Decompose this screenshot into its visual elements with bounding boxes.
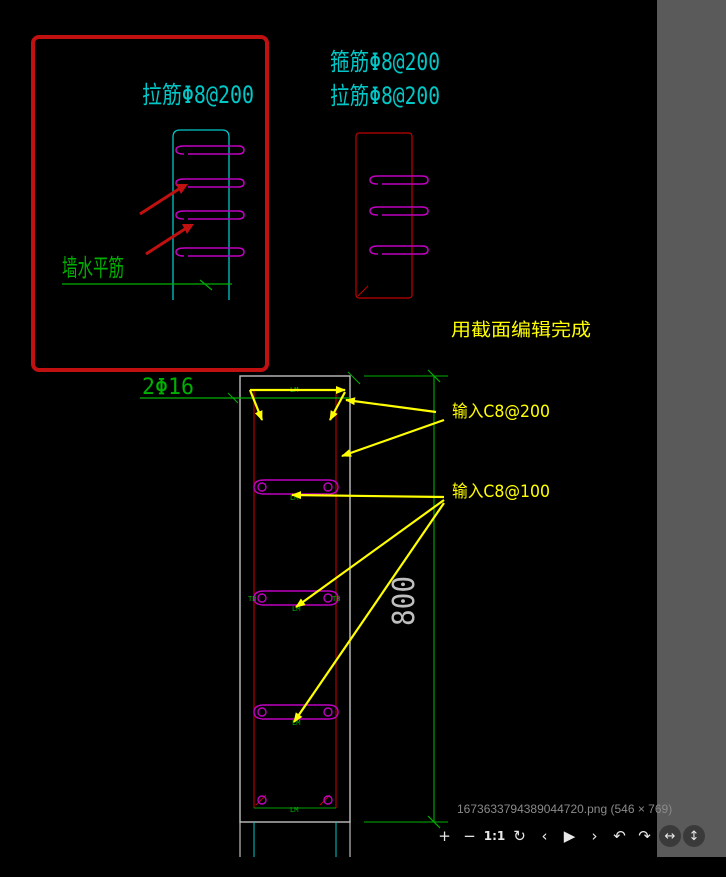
svg-text:TB: TB (332, 595, 340, 603)
highlight-frame (31, 35, 269, 372)
side-panel (657, 0, 726, 857)
fit-width-icon: ↔ (664, 828, 676, 844)
next-icon: › (591, 827, 598, 845)
note-c8-200: 输入C8@200 (452, 402, 550, 422)
inset-label-2: 拉筋Φ8@200 (330, 82, 440, 110)
prev-icon: ‹ (541, 827, 548, 845)
rotate-icon: ↻ (513, 827, 526, 845)
fit-height-icon: ↕ (688, 828, 700, 844)
play-icon: ▶ (563, 827, 576, 845)
wall-rebar-label: 墙水平筋 (62, 254, 124, 282)
zoom-out-icon: − (463, 827, 476, 845)
svg-text:LM: LM (292, 719, 300, 727)
svg-text:TB: TB (248, 595, 256, 603)
fit-width-button[interactable]: ↔ (659, 825, 681, 847)
undo-button[interactable]: ↶ (607, 823, 632, 849)
bottom-strip (0, 857, 726, 877)
zoom-in-button[interactable]: + (432, 823, 457, 849)
svg-text:LM: LM (292, 605, 300, 613)
wall-detail (62, 129, 245, 300)
actual-size-button[interactable]: 1:1 (482, 823, 507, 849)
inset-label-1: 箍筋Φ8@200 (330, 48, 440, 76)
undo-icon: ↶ (613, 827, 626, 845)
actual-size-icon: 1:1 (483, 829, 506, 843)
rotate-button[interactable]: ↻ (507, 823, 532, 849)
annotation-arrows (248, 386, 445, 723)
redo-icon: ↷ (638, 827, 651, 845)
next-button[interactable]: › (582, 823, 607, 849)
detail-label: 拉筋Φ8@200 (142, 81, 254, 109)
main-rebar-label: 2Φ16 (142, 375, 194, 400)
zoom-out-button[interactable]: − (457, 823, 482, 849)
svg-text:LM: LM (290, 806, 298, 814)
prev-button[interactable]: ‹ (532, 823, 557, 849)
note-finish: 用截面编辑完成 (451, 320, 591, 341)
tie-detail (355, 132, 429, 299)
zoom-in-icon: + (438, 827, 451, 845)
play-button[interactable]: ▶ (557, 823, 582, 849)
redo-button[interactable]: ↷ (632, 823, 657, 849)
note-c8-100: 输入C8@100 (452, 482, 550, 502)
file-caption: 1673633794389044720.png (546 × 769) (457, 802, 673, 816)
fit-height-button[interactable]: ↕ (683, 825, 705, 847)
dimension-value: 800 (387, 576, 422, 626)
viewer-toolbar: + − 1:1 ↻ ‹ ▶ › ↶ ↷ ↔ ↕ (432, 822, 705, 850)
